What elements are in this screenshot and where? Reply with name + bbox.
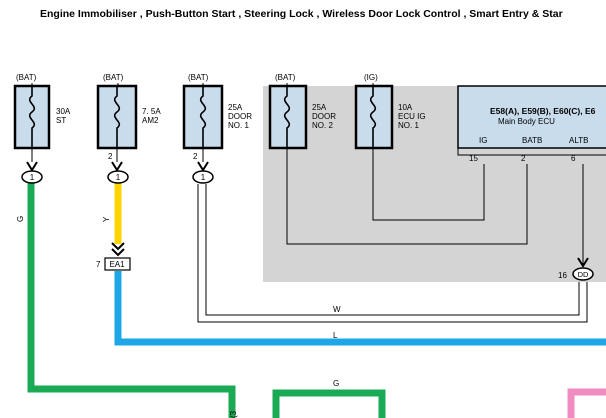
fuse-door1-symbol — [199, 86, 207, 148]
fuse-door1-name-line1: DOOR — [228, 112, 252, 121]
dd-connector-pin: 16 — [558, 271, 567, 280]
fuse-am2-rating: 7. 5A — [142, 107, 161, 116]
fuse-door1-name-line2: NO. 1 — [228, 121, 249, 130]
fuse-door1-connector-label: 1 — [201, 173, 206, 182]
fuse-st-source: (BAT) — [16, 73, 37, 82]
fuse-door2[interactable] — [268, 84, 308, 150]
fuse-st-arrow — [26, 161, 38, 172]
ecu-pin-altb-number: 6 — [571, 154, 576, 163]
ecu-pin-ig-number: 15 — [469, 154, 478, 163]
fuse-door2-name-line2: NO. 2 — [312, 121, 333, 130]
fuse-door2-symbol — [283, 86, 291, 148]
fuse-ecuig-name-line2: NO. 1 — [398, 121, 419, 130]
wire-g-label-bottom: G — [333, 379, 339, 388]
main-body-ecu[interactable] — [457, 85, 606, 149]
fuse-door1-rating: 25A — [228, 103, 243, 112]
wire-g-label-side: G — [16, 216, 25, 222]
fuse-door1-source: (BAT) — [188, 73, 209, 82]
ecu-pin-altb-label: ALTB — [569, 136, 588, 145]
fuse-am2-connector-label: 1 — [116, 173, 121, 182]
edge-label: (3 — [229, 410, 238, 418]
ecu-name: Main Body ECU — [498, 117, 555, 126]
ecu-pin-ig-label: IG — [479, 136, 487, 145]
ea1-connector-label: EA1 — [109, 260, 125, 269]
ea1-connector — [104, 257, 131, 271]
fuse-st-rating: 30A — [56, 107, 71, 116]
ecu-pin-batb-number: 2 — [521, 154, 526, 163]
fuse-door1-arrow — [197, 161, 209, 172]
page-title: Engine Immobiliser , Push-Button Start ,… — [40, 8, 563, 20]
fuse-am2-arrow — [111, 161, 123, 172]
ea1-chevron-2 — [111, 248, 125, 257]
wire-ecuig-ig — [372, 148, 485, 221]
fuse-ecuig-name-line1: ECU IG — [398, 112, 426, 121]
fuse-door2-rating: 25A — [312, 103, 327, 112]
fuse-ecuig-rating: 10A — [398, 103, 413, 112]
wire-y-label: Y — [102, 216, 111, 222]
dd-connector-label: DD — [578, 270, 589, 279]
ea1-chevron-1 — [111, 242, 125, 251]
ea1-connector-pin: 7 — [96, 260, 101, 269]
fuse-door2-source: (BAT) — [275, 73, 296, 82]
wire-blue-l — [114, 271, 606, 346]
fuse-st-connector-label: 1 — [30, 173, 35, 182]
fuse-door1-connector — [192, 170, 214, 184]
wire-white-w-outer — [197, 184, 588, 323]
fuse-am2-symbol — [113, 86, 121, 148]
wire-door2-batb — [286, 148, 528, 245]
fuse-st-symbol — [28, 86, 36, 148]
ecu-pin-bracket — [457, 148, 606, 156]
wire-pink — [567, 388, 606, 418]
fuse-door2-name-line1: DOOR — [312, 112, 336, 121]
wire-green-g — [27, 183, 236, 418]
fuse-st-connector — [21, 170, 43, 184]
fuse-st-name: ST — [56, 116, 66, 125]
fuse-am2-name: AM2 — [142, 116, 159, 125]
fuse-am2-connector — [107, 170, 129, 184]
ecu-code: E58(A), E59(B), E60(C), E6 — [490, 106, 596, 116]
fuse-am2-pin: 2 — [108, 152, 113, 161]
fuse-door1-pin: 2 — [193, 152, 198, 161]
wire-white-w-inner — [205, 184, 580, 316]
fuse-ecuig-source: (IG) — [364, 73, 378, 82]
ecu-pin-batb-label: BATB — [522, 136, 542, 145]
wire-l-label: L — [333, 331, 338, 340]
dd-arrow — [577, 257, 589, 268]
wire-w-label: W — [333, 305, 341, 314]
wire-green-g-2 — [272, 389, 386, 418]
dd-connector — [572, 267, 594, 281]
fuse-ecuig-symbol — [369, 86, 377, 148]
fuse-ecuig[interactable] — [354, 84, 394, 150]
fuse-am2-source: (BAT) — [103, 73, 124, 82]
